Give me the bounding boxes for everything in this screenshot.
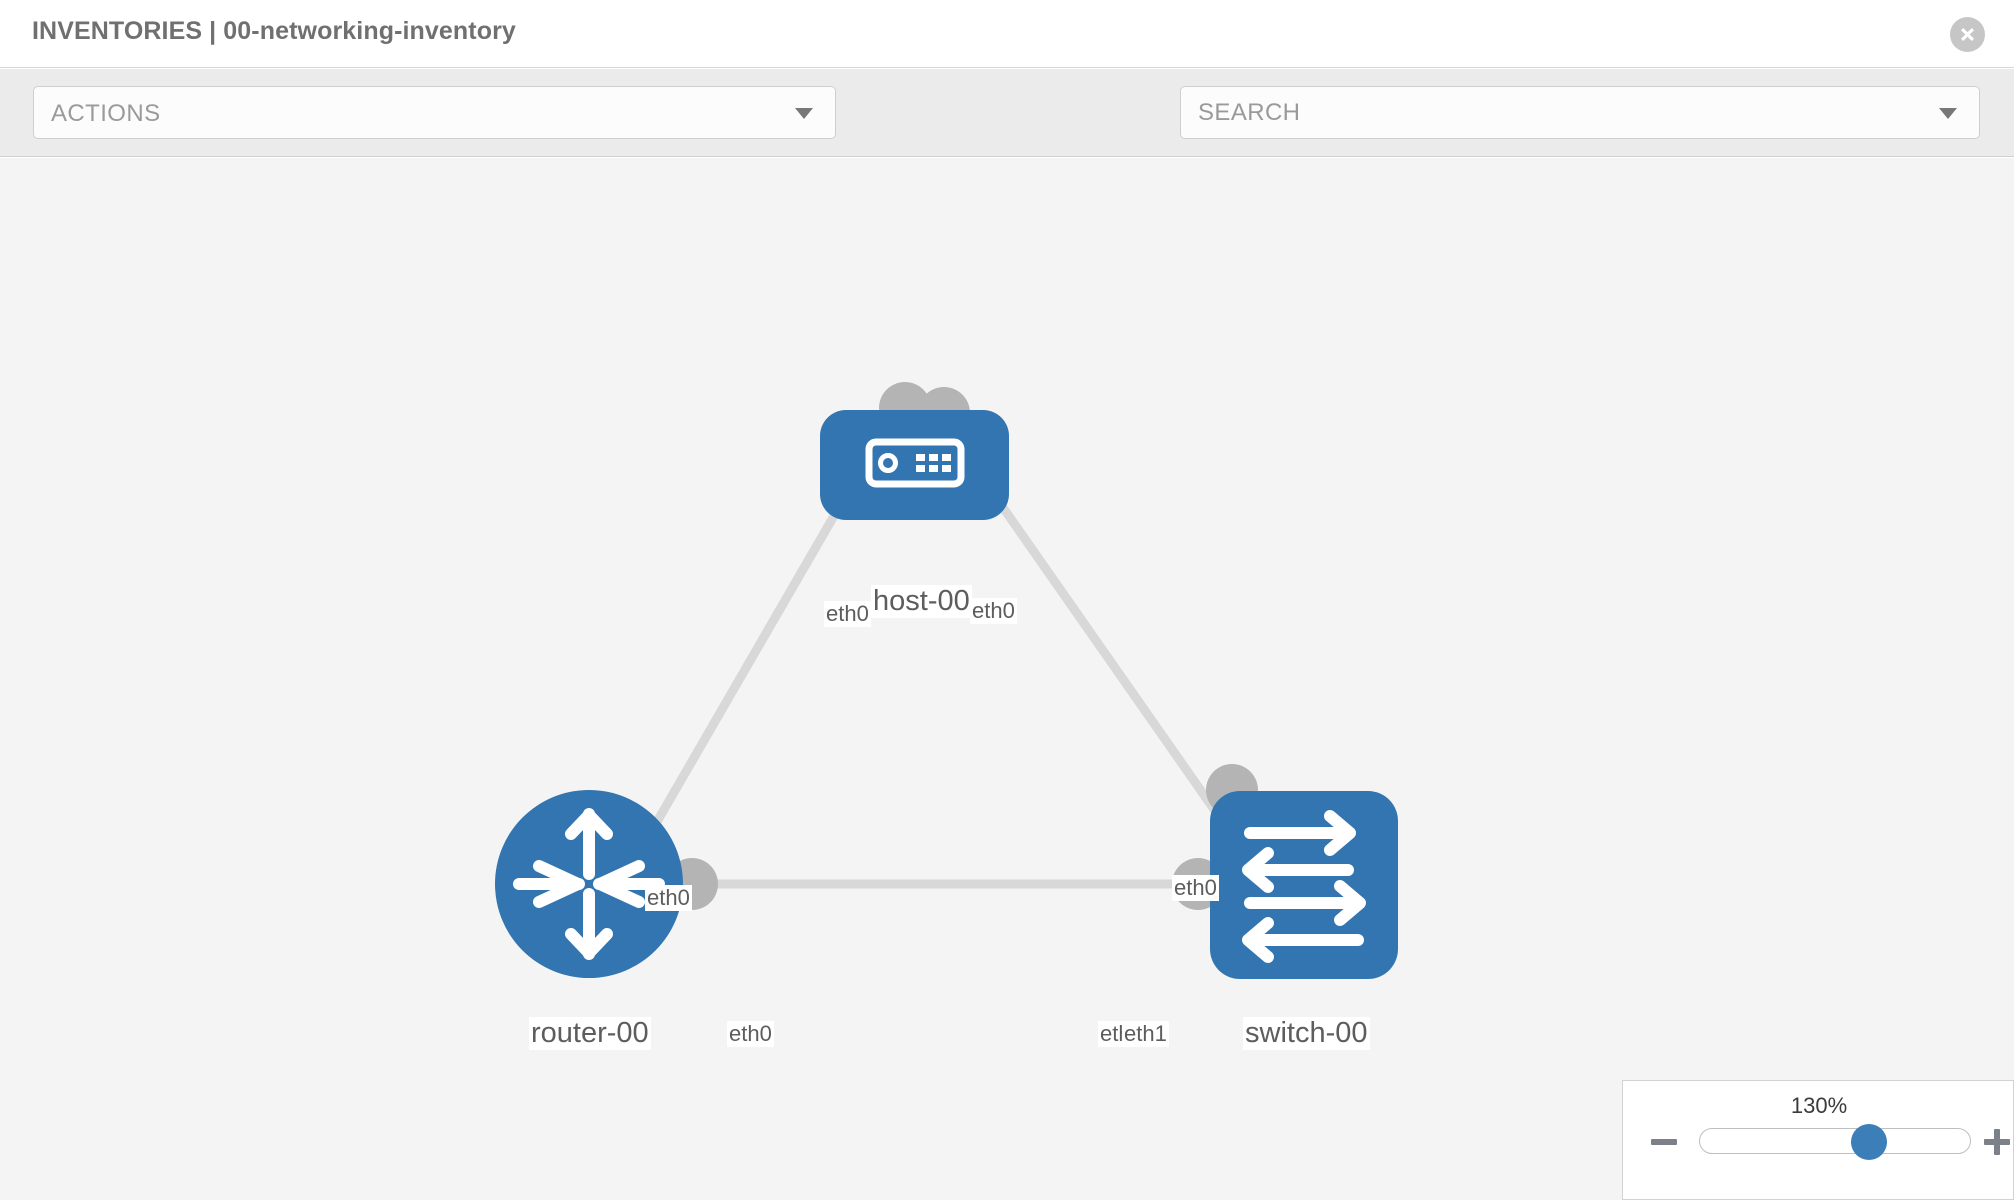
node-switch-00 <box>1210 791 1398 979</box>
actions-dropdown[interactable]: ACTIONS <box>33 86 836 139</box>
server-icon <box>865 438 965 488</box>
node-host-00 <box>820 410 1009 520</box>
topology-graph <box>495 382 1398 979</box>
page-header: INVENTORIES | 00-networking-inventory <box>0 0 2014 68</box>
edge-label: eth0 <box>1172 875 1219 901</box>
zoom-level-value: 130% <box>1790 1093 1848 1118</box>
zoom-slider[interactable] <box>1699 1124 1971 1160</box>
switch-arrows-icon <box>1242 810 1366 963</box>
chevron-down-icon <box>795 108 813 119</box>
node-label-switch-00: switch-00 <box>1243 1017 1370 1050</box>
edge-label: eth0 <box>824 601 871 627</box>
page-title: INVENTORIES | 00-networking-inventory <box>32 17 516 45</box>
close-icon[interactable] <box>1950 17 1985 52</box>
toolbar: ACTIONS <box>0 69 2014 197</box>
edge-label: eth0 <box>727 1021 774 1047</box>
actions-dropdown-label: ACTIONS <box>51 100 161 127</box>
zoom-slider-thumb[interactable] <box>1851 1124 1887 1160</box>
edge-label: eth0 <box>970 598 1017 624</box>
chevron-down-icon[interactable] <box>1939 108 1957 119</box>
plus-icon[interactable] <box>1984 1129 2010 1155</box>
search-field[interactable] <box>1180 86 1980 139</box>
node-label-host-00: host-00 <box>871 585 972 618</box>
edge-label: eth1 <box>1122 1021 1169 1047</box>
search-input[interactable] <box>1198 87 1898 138</box>
node-label-router-00: router-00 <box>529 1017 651 1050</box>
router-arrows-icon <box>513 808 665 960</box>
minus-icon[interactable] <box>1651 1139 1677 1145</box>
topology-canvas[interactable]: eth0 eth0 eth0 eth0 eth0 eth0 eth1 host-… <box>0 158 2014 1200</box>
zoom-control-panel: 130% <box>1622 1080 2014 1200</box>
edge-label: eth0 <box>645 885 692 911</box>
node-router-00 <box>495 790 683 978</box>
